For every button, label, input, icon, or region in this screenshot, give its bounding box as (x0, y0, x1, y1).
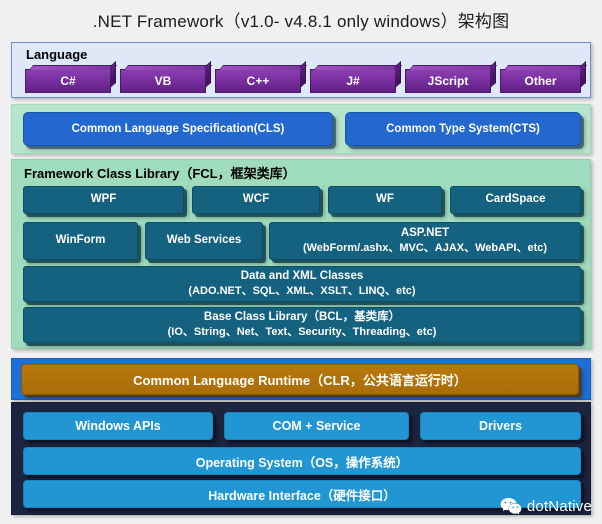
box-cardspace[interactable]: CardSpace (450, 186, 581, 214)
box-data-xml-title: Data and XML Classes (240, 269, 364, 282)
box-cts[interactable]: Common Type System(CTS) (345, 112, 581, 146)
language-section-label: Language (26, 47, 88, 62)
language-chip-jscript[interactable]: JScript (405, 69, 491, 93)
box-aspnet[interactable]: ASP.NET (WebForm/.ashx、MVC、AJAX、WebAPI、e… (269, 222, 581, 260)
page-title: .NET Framework（v1.0- v4.8.1 only windows… (92, 12, 510, 31)
language-chip-cpp[interactable]: C++ (215, 69, 301, 93)
box-aspnet-title: ASP.NET (400, 226, 450, 239)
box-aspnet-subtitle: (WebForm/.ashx、MVC、AJAX、WebAPI、etc) (302, 242, 548, 255)
box-data-xml-subtitle: (ADO.NET、SQL、XML、XSLT、LINQ、etc) (188, 285, 416, 298)
fcl-section: Framework Class Library（FCL，框架类库） WPF WC… (11, 159, 591, 349)
clr-section: Common Language Runtime（CLR，公共语言运行时） (11, 358, 591, 400)
box-clr[interactable]: Common Language Runtime（CLR，公共语言运行时） (21, 364, 579, 395)
specification-section: Common Language Specification(CLS) Commo… (11, 104, 591, 154)
language-section: Language C# VB C++ J# JScript Other (11, 42, 591, 98)
fcl-section-label: Framework Class Library（FCL，框架类库） (24, 166, 296, 181)
box-winform[interactable]: WinForm (23, 222, 138, 260)
box-drivers[interactable]: Drivers (420, 412, 581, 440)
box-com-service[interactable]: COM + Service (224, 412, 409, 440)
box-bcl-subtitle: (IO、String、Net、Text、Security、Threading、e… (167, 326, 437, 339)
box-wcf[interactable]: WCF (192, 186, 320, 214)
os-section: Windows APIs COM + Service Drivers Opera… (11, 402, 591, 515)
box-bcl-title: Base Class Library（BCL，基类库） (203, 310, 401, 323)
box-operating-system[interactable]: Operating System（OS，操作系统） (23, 447, 581, 475)
box-windows-apis[interactable]: Windows APIs (23, 412, 213, 440)
box-wf[interactable]: WF (328, 186, 442, 214)
box-cls[interactable]: Common Language Specification(CLS) (23, 112, 333, 146)
language-chip-other[interactable]: Other (500, 69, 581, 93)
box-web-services[interactable]: Web Services (145, 222, 263, 260)
language-chip-csharp[interactable]: C# (25, 69, 111, 93)
box-data-xml-classes[interactable]: Data and XML Classes (ADO.NET、SQL、XML、XS… (23, 266, 581, 302)
box-base-class-library[interactable]: Base Class Library（BCL，基类库） (IO、String、N… (23, 307, 581, 343)
language-chip-row: C# VB C++ J# JScript Other (25, 65, 581, 95)
box-wpf[interactable]: WPF (23, 186, 184, 214)
box-hardware-interface[interactable]: Hardware Interface（硬件接口） (23, 480, 581, 508)
language-chip-vb[interactable]: VB (120, 69, 206, 93)
language-chip-jsharp[interactable]: J# (310, 69, 396, 93)
